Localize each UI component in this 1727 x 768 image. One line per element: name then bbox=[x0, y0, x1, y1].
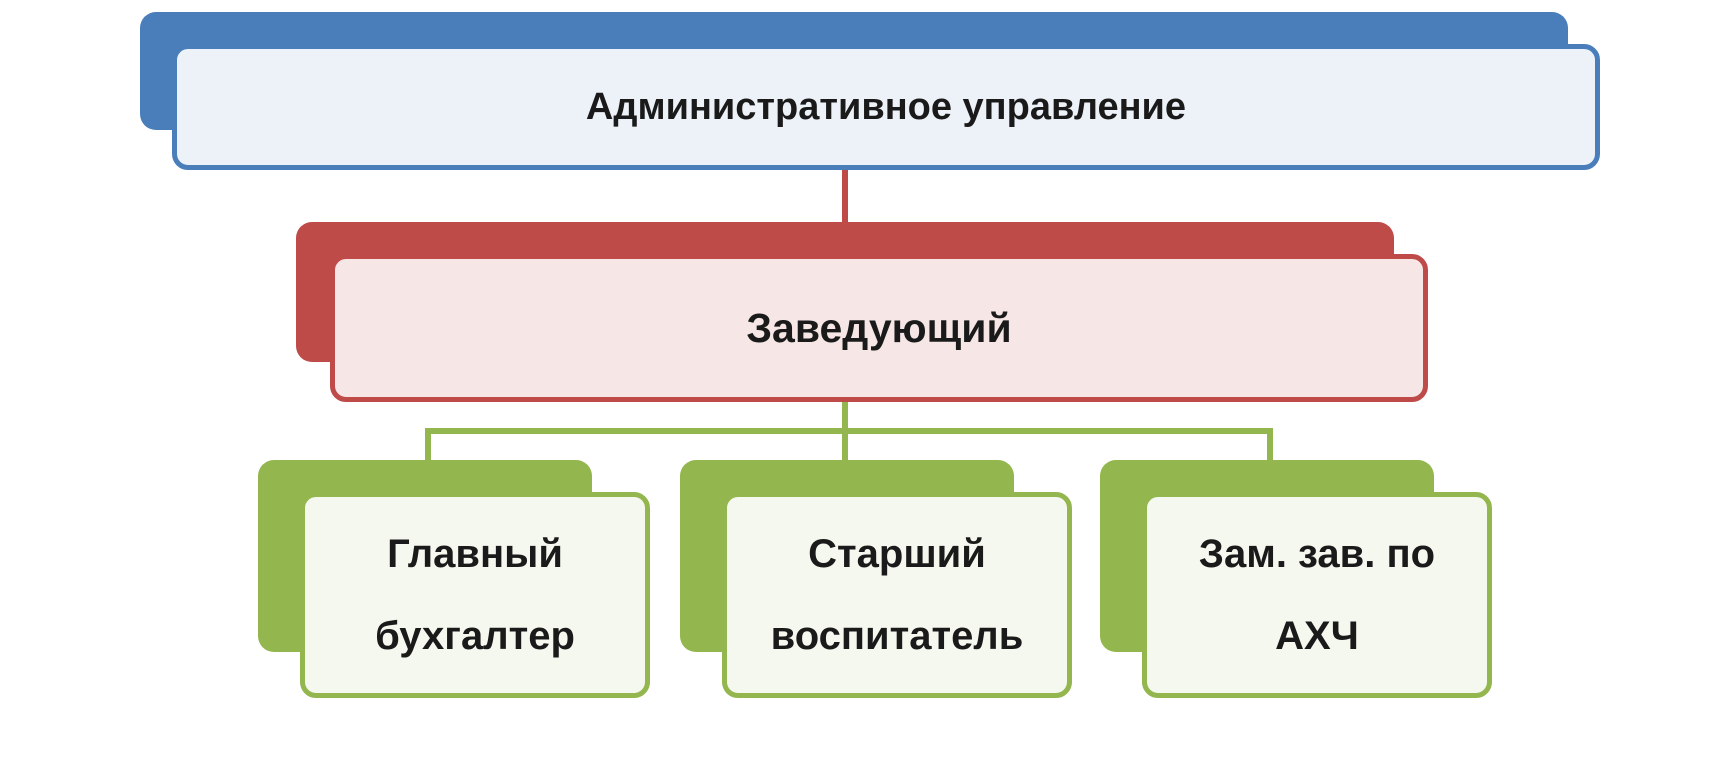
node-label: Главный бухгалтер bbox=[375, 532, 575, 658]
connector-drop-right bbox=[1267, 430, 1273, 464]
node-box: Старший воспитатель bbox=[722, 492, 1072, 698]
node-label: Заведующий bbox=[746, 304, 1012, 351]
connector-root-to-head bbox=[842, 158, 848, 228]
connector-drop-left bbox=[425, 430, 431, 464]
node-label: Административное управление bbox=[585, 85, 1187, 128]
node-label: Старший воспитатель bbox=[770, 532, 1024, 658]
node-box: Зам. зав. по АХЧ bbox=[1142, 492, 1492, 698]
node-box: Главный бухгалтер bbox=[300, 492, 650, 698]
connector-head-stem bbox=[842, 398, 848, 432]
node-label: Зам. зав. по АХЧ bbox=[1198, 532, 1436, 658]
node-box: Административное управление bbox=[172, 44, 1600, 170]
node-box: Заведующий bbox=[330, 254, 1428, 402]
connector-horizontal-bar bbox=[425, 428, 1273, 434]
connector-drop-center bbox=[842, 430, 848, 464]
